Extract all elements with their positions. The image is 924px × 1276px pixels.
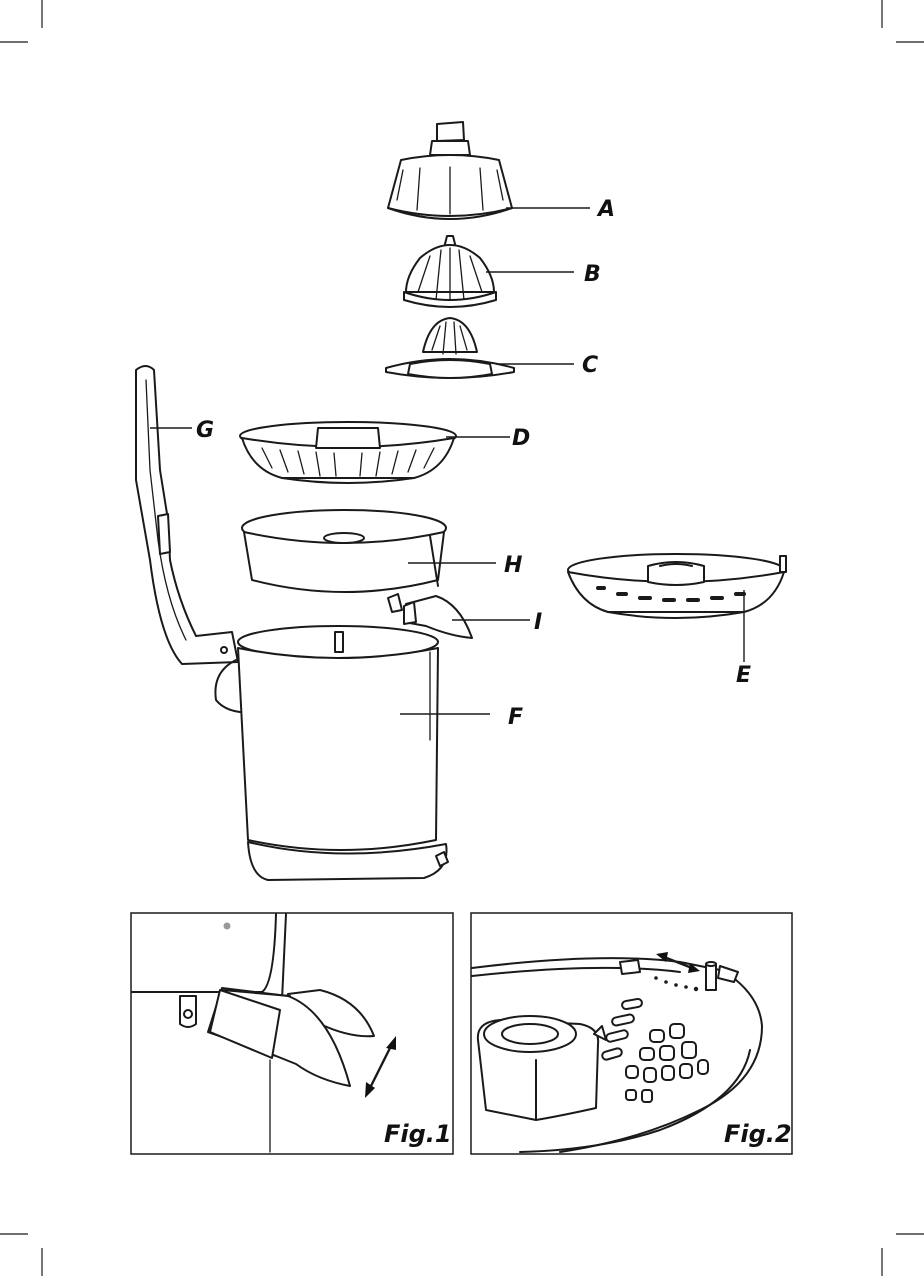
callout-e: E <box>736 663 751 688</box>
callout-i: I <box>534 610 542 635</box>
part-b-large-cone <box>404 236 496 307</box>
part-g-lever <box>136 366 238 664</box>
part-c-small-cone <box>386 318 514 378</box>
fig1-panel: Fig.1 <box>131 913 453 1154</box>
fig2-label: Fig.2 <box>724 1120 792 1148</box>
callout-f: F <box>508 705 523 730</box>
callout-a: A <box>596 197 615 222</box>
callout-h: H <box>504 553 522 578</box>
callout-d: D <box>512 426 530 451</box>
fig1-label: Fig.1 <box>384 1120 452 1148</box>
part-d-strainer <box>240 422 456 483</box>
double-arrow-icon <box>365 1036 396 1098</box>
part-a-dust-cover <box>388 122 512 219</box>
callout-g: G <box>196 418 214 443</box>
callout-c: C <box>582 353 598 378</box>
fig2-panel: Fig.2 <box>471 913 792 1154</box>
part-f-jug <box>215 626 448 880</box>
part-e-pulp-filter <box>568 554 786 618</box>
part-h-juice-collector <box>242 510 446 612</box>
callout-b: B <box>584 262 601 287</box>
